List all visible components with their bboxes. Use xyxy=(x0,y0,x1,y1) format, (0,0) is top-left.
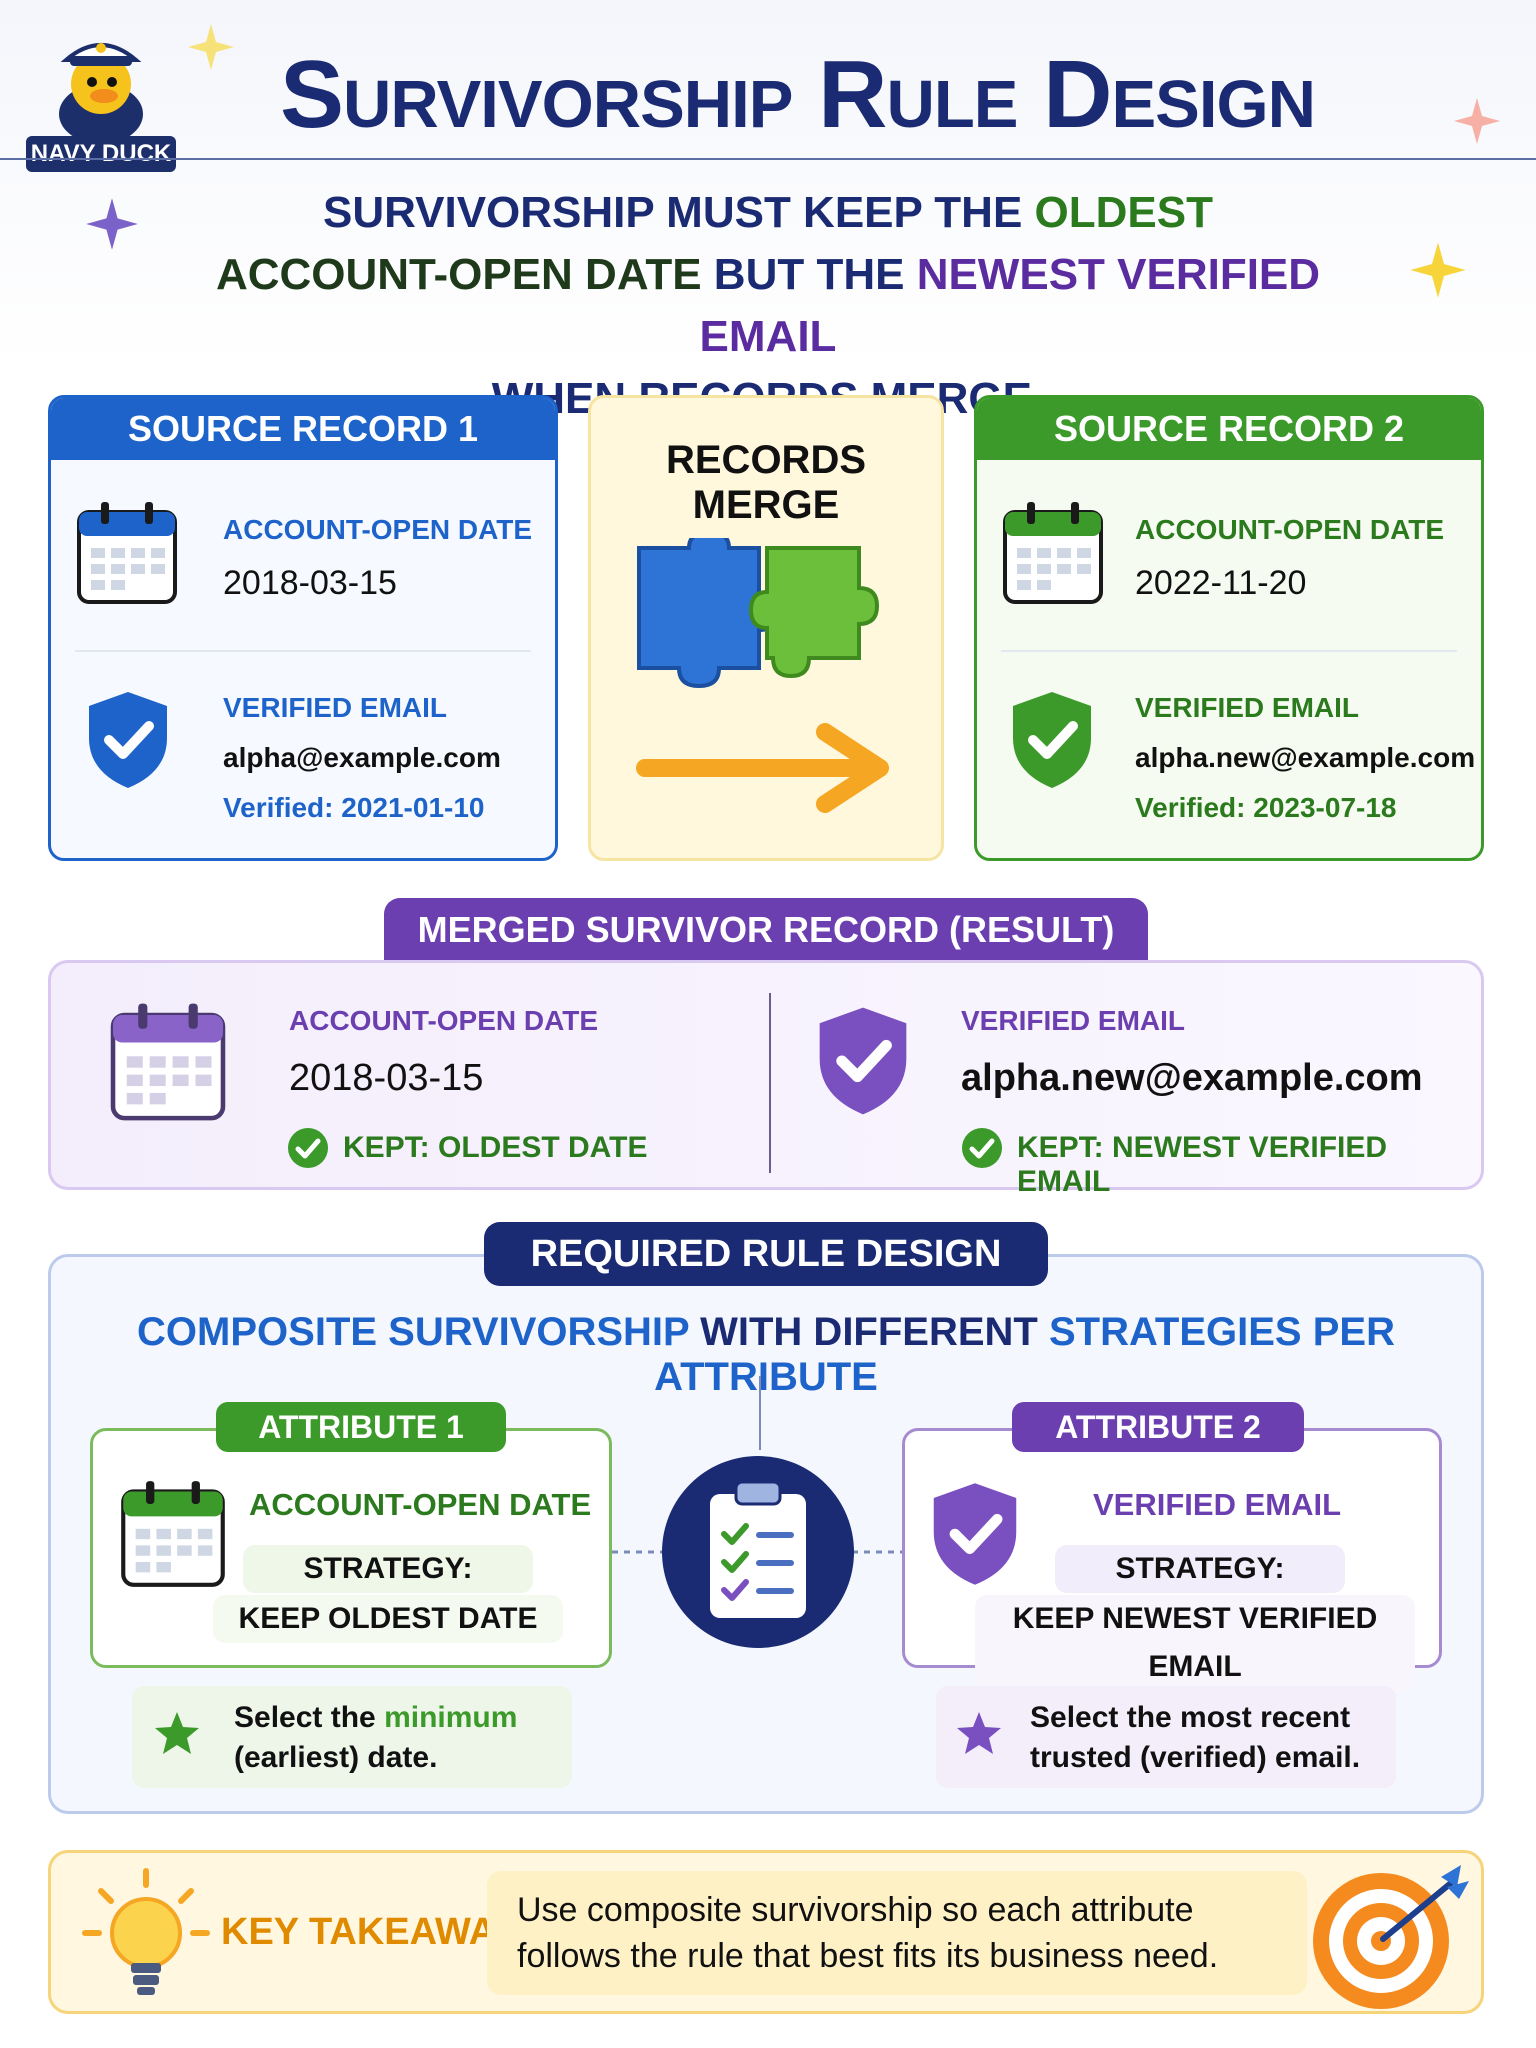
result-divider xyxy=(769,993,771,1173)
field-divider xyxy=(1001,650,1457,652)
note-highlight-minimum: minimum xyxy=(384,1701,518,1734)
key-takeaway-card: KEY TAKEAWAY Use composite survivorship … xyxy=(48,1850,1484,2014)
star-icon xyxy=(155,1712,199,1754)
rule-subtitle-composite: COMPOSITE SURVIVORSHIP xyxy=(137,1310,690,1354)
attribute-1-note-text: Select the minimum (earliest) date. xyxy=(234,1698,564,1778)
source2-date-label: ACCOUNT-OPEN DATE xyxy=(1135,514,1445,545)
source2-date-value: 2022-11-20 xyxy=(1135,564,1307,602)
page-title: Survivorship Rule Design xyxy=(280,41,1316,148)
sparkle-icon xyxy=(86,198,138,250)
source1-verified-date: Verified: 2021-01-10 xyxy=(223,792,485,823)
source-record-2-title: SOURCE RECORD 2 xyxy=(977,398,1481,460)
merged-result-title: MERGED SURVIVOR RECORD (RESULT) xyxy=(384,898,1148,962)
rule-design-title: REQUIRED RULE DESIGN xyxy=(484,1222,1048,1286)
attribute-2-tab: ATTRIBUTE 2 xyxy=(1012,1402,1304,1452)
calendar-icon xyxy=(110,1003,226,1121)
title-divider xyxy=(0,158,1536,160)
sparkle-icon xyxy=(1454,98,1500,144)
source-record-1-title: SOURCE RECORD 1 xyxy=(51,398,555,460)
attribute-1-strategy-label: STRATEGY: xyxy=(243,1545,533,1593)
source-record-1-card: SOURCE RECORD 1 ACCOUNT-OPEN DATE 2018-0… xyxy=(48,395,558,861)
attribute-2-note-text: Select the most recent trusted (verified… xyxy=(1030,1698,1390,1778)
lightbulb-icon xyxy=(82,1868,210,1995)
field-divider xyxy=(75,650,531,652)
result-email-value: alpha.new@example.com xyxy=(961,1057,1423,1099)
attribute-1-note: Select the minimum (earliest) date. xyxy=(132,1686,572,1788)
arrow-right-icon xyxy=(636,723,889,813)
source2-email-label: VERIFIED EMAIL xyxy=(1135,692,1360,723)
attribute-2-name: VERIFIED EMAIL xyxy=(1093,1487,1342,1522)
shield-check-icon xyxy=(89,692,167,788)
attribute-1-strategy-value: KEEP OLDEST DATE xyxy=(213,1595,563,1643)
takeaway-line-1: Use composite survivorship so each attri… xyxy=(517,1891,1194,1929)
calendar-icon xyxy=(1003,502,1103,604)
source-record-2-card: SOURCE RECORD 2 ACCOUNT-OPEN DATE 2022-1… xyxy=(974,395,1484,861)
note-text: (earliest) date. xyxy=(234,1741,438,1774)
subtitle-text: SURVIVORSHIP MUST KEEP THE xyxy=(323,188,1035,237)
sparkle-icon xyxy=(1410,242,1466,298)
note-text: Select the xyxy=(234,1701,385,1734)
check-circle-icon xyxy=(288,1128,328,1168)
calendar-icon xyxy=(121,1481,225,1587)
clipboard-checklist-icon xyxy=(662,1456,854,1648)
subtitle-line-1: SURVIVORSHIP MUST KEEP THE OLDEST xyxy=(150,182,1386,244)
shield-check-icon xyxy=(1013,692,1091,788)
brand-logo: NAVY DUCK xyxy=(26,26,176,176)
source2-verified-date: Verified: 2023-07-18 xyxy=(1135,792,1397,823)
target-icon xyxy=(1313,1865,1469,2009)
calendar-icon xyxy=(77,502,177,604)
source1-date-value: 2018-03-15 xyxy=(223,564,397,602)
attribute-1-card: ACCOUNT-OPEN DATE STRATEGY: KEEP OLDEST … xyxy=(90,1428,612,1668)
result-date-value: 2018-03-15 xyxy=(289,1057,484,1099)
subtitle-highlight-oldest: OLDEST xyxy=(1034,188,1213,237)
takeaway-line-2: follows the rule that best fits its busi… xyxy=(517,1937,1219,1975)
records-merge-title: RECORDS MERGE xyxy=(665,438,867,527)
attribute-2-card: VERIFIED EMAIL STRATEGY: KEEP NEWEST VER… xyxy=(902,1428,1442,1691)
rule-subtitle-strategies: STRATEGIES PER ATTRIBUTE xyxy=(654,1310,1395,1399)
check-circle-icon xyxy=(962,1128,1002,1168)
rule-subtitle-text: WITH DIFFERENT xyxy=(689,1310,1049,1354)
result-email-label: VERIFIED EMAIL xyxy=(961,1005,1186,1036)
attribute-1-tab: ATTRIBUTE 1 xyxy=(216,1402,506,1452)
attribute-2-strategy-value: KEEP NEWEST VERIFIED EMAIL xyxy=(975,1595,1415,1691)
records-merge-card: RECORDS MERGE xyxy=(588,395,944,861)
key-takeaway-text: Use composite survivorship so each attri… xyxy=(487,1871,1307,1995)
duck-mascot-icon xyxy=(59,43,143,144)
key-takeaway-label: KEY TAKEAWAY xyxy=(221,1911,519,1953)
puzzle-pieces-icon xyxy=(637,538,880,688)
subtitle-text: BUT THE xyxy=(701,250,917,299)
merged-result-card: ACCOUNT-OPEN DATE 2018-03-15 KEPT: OLDES… xyxy=(48,960,1484,1198)
sparkle-icon xyxy=(188,24,234,70)
attribute-2-note: Select the most recent trusted (verified… xyxy=(936,1686,1396,1788)
subtitle-line-2: ACCOUNT-OPEN DATE BUT THE NEWEST VERIFIE… xyxy=(150,244,1386,368)
note-text: Select the most recent xyxy=(1030,1701,1351,1734)
attribute-1-name: ACCOUNT-OPEN DATE xyxy=(249,1487,592,1522)
result-date-label: ACCOUNT-OPEN DATE xyxy=(289,1005,599,1036)
source1-email-label: VERIFIED EMAIL xyxy=(223,692,448,723)
shield-check-icon xyxy=(933,1483,1017,1585)
rule-design-subtitle: COMPOSITE SURVIVORSHIP WITH DIFFERENT ST… xyxy=(48,1310,1484,1400)
result-email-kept: KEPT: NEWEST VERIFIED EMAIL xyxy=(1017,1131,1388,1198)
note-text: trusted (verified) email. xyxy=(1030,1741,1361,1774)
source2-email-value: alpha.new@example.com xyxy=(1135,742,1476,773)
shield-check-icon xyxy=(819,1007,907,1115)
page-subtitle: SURVIVORSHIP MUST KEEP THE OLDEST ACCOUN… xyxy=(150,182,1386,430)
source1-date-label: ACCOUNT-OPEN DATE xyxy=(223,514,533,545)
subtitle-highlight-date: ACCOUNT-OPEN DATE xyxy=(215,250,702,299)
star-icon xyxy=(957,1712,1001,1754)
source1-email-value: alpha@example.com xyxy=(223,742,501,773)
attribute-2-strategy-label: STRATEGY: xyxy=(1055,1545,1345,1593)
subtitle-highlight-email: NEWEST VERIFIED EMAIL xyxy=(699,250,1321,361)
result-date-kept: KEPT: OLDEST DATE xyxy=(343,1131,648,1164)
brand-name: NAVY DUCK xyxy=(26,136,176,172)
